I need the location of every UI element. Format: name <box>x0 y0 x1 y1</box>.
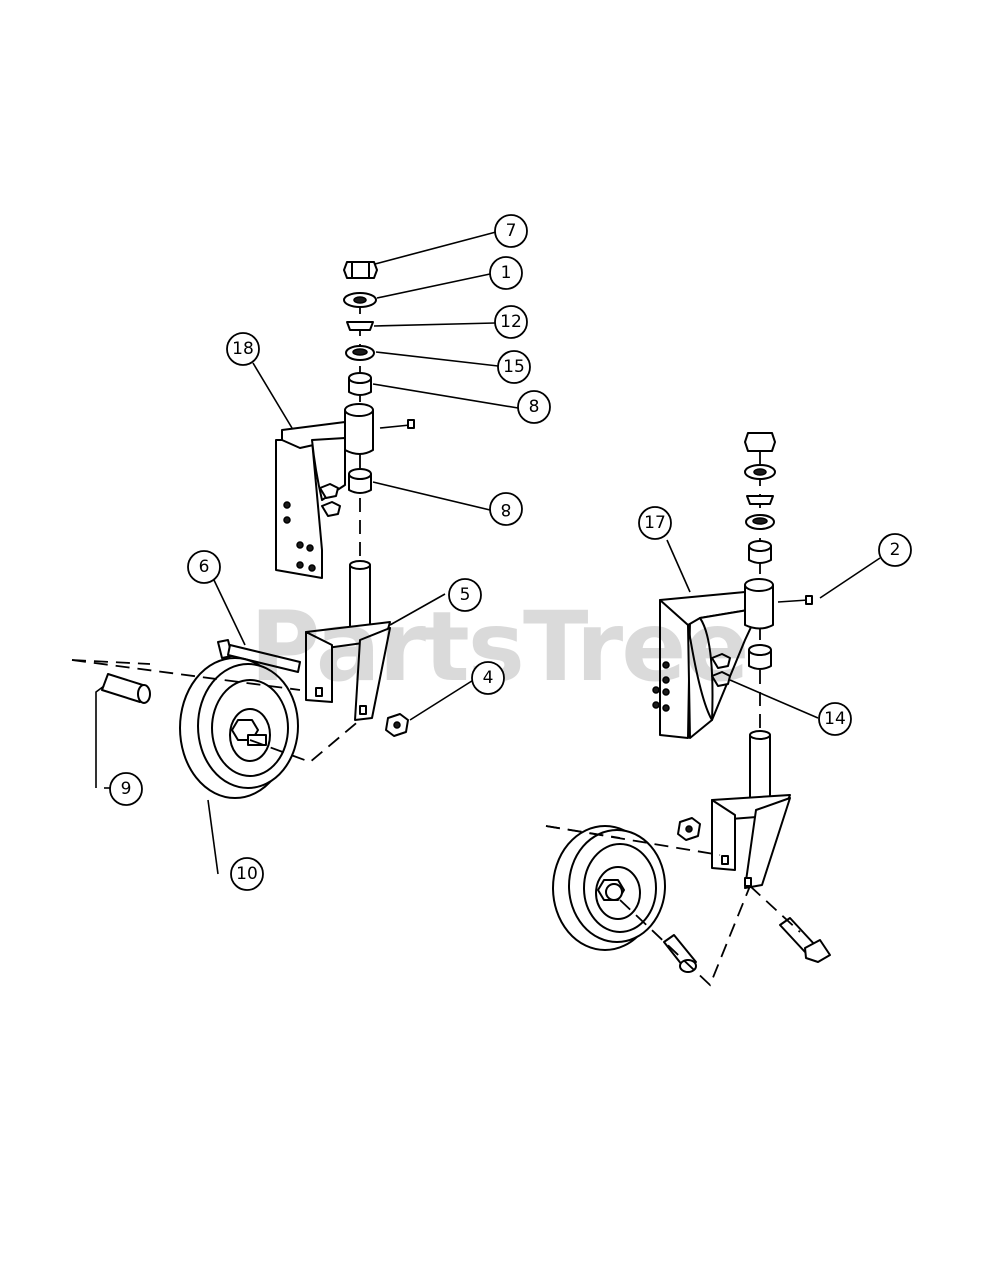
right-bushing-lower <box>748 644 772 670</box>
callout-18[interactable]: 18 <box>226 332 260 366</box>
right-bearing <box>745 514 775 530</box>
callout-10-label: 10 <box>236 864 258 884</box>
right-washer <box>744 464 776 480</box>
callout-14[interactable]: 14 <box>818 702 852 736</box>
right-assembly-line-4 <box>749 885 801 933</box>
left-nut <box>343 261 378 279</box>
left-lock-washer <box>346 321 374 331</box>
left-axle-bolt <box>217 639 301 673</box>
callout-1[interactable]: 1 <box>489 256 523 290</box>
left-bushing-lower <box>348 468 372 494</box>
right-caster-assembly <box>545 432 831 987</box>
callout-8-lower[interactable]: 8 <box>489 492 523 526</box>
left-washer <box>343 292 377 308</box>
left-bearing <box>345 345 375 361</box>
callout-15-label: 15 <box>503 357 525 377</box>
left-assembly-line-2 <box>71 659 151 665</box>
right-axle-bolt <box>779 917 831 963</box>
left-fork <box>305 560 391 721</box>
callout-8-upper[interactable]: 8 <box>517 390 551 424</box>
left-bracket <box>275 403 415 579</box>
left-assembly-line-1 <box>71 659 301 691</box>
callout-18-label: 18 <box>232 339 254 359</box>
callout-9[interactable]: 9 <box>109 772 143 806</box>
right-fork <box>711 730 791 889</box>
callout-4[interactable]: 4 <box>471 661 505 695</box>
callout-8-lower-label: 8 <box>501 499 512 519</box>
callout-6-label: 6 <box>199 557 210 577</box>
right-axle-nut <box>677 817 701 841</box>
callout-9-label: 9 <box>121 779 132 799</box>
callout-12[interactable]: 12 <box>494 305 528 339</box>
callout-7-label: 7 <box>506 221 517 241</box>
right-wheel <box>552 825 666 951</box>
left-axle-nut <box>385 713 409 737</box>
left-caster-assembly <box>71 261 415 799</box>
callout-2-label: 2 <box>890 540 901 560</box>
right-lock-washer <box>746 495 774 505</box>
callout-15[interactable]: 15 <box>497 350 531 384</box>
callout-5[interactable]: 5 <box>448 578 482 612</box>
callout-14-label: 14 <box>824 709 846 729</box>
callout-12-label: 12 <box>500 312 522 332</box>
callout-8-upper-label: 8 <box>529 397 540 417</box>
right-leaders <box>666 539 881 719</box>
right-bracket <box>652 578 813 739</box>
right-nut <box>744 432 776 452</box>
left-spacer-tube <box>101 673 151 704</box>
left-bushing-upper <box>348 372 372 396</box>
callout-17-label: 17 <box>644 513 666 533</box>
callout-4-label: 4 <box>483 668 494 688</box>
callout-17[interactable]: 17 <box>638 506 672 540</box>
right-bushing-upper <box>748 540 772 564</box>
left-wheel <box>179 657 299 799</box>
right-assembly-line-2 <box>545 825 621 839</box>
callout-7[interactable]: 7 <box>494 214 528 248</box>
callout-1-label: 1 <box>501 263 512 283</box>
right-assembly-line-3 <box>619 885 751 987</box>
callout-6[interactable]: 6 <box>187 550 221 584</box>
left-leaders <box>95 231 519 875</box>
callout-2[interactable]: 2 <box>878 533 912 567</box>
callout-10[interactable]: 10 <box>230 857 264 891</box>
callout-5-label: 5 <box>460 585 471 605</box>
